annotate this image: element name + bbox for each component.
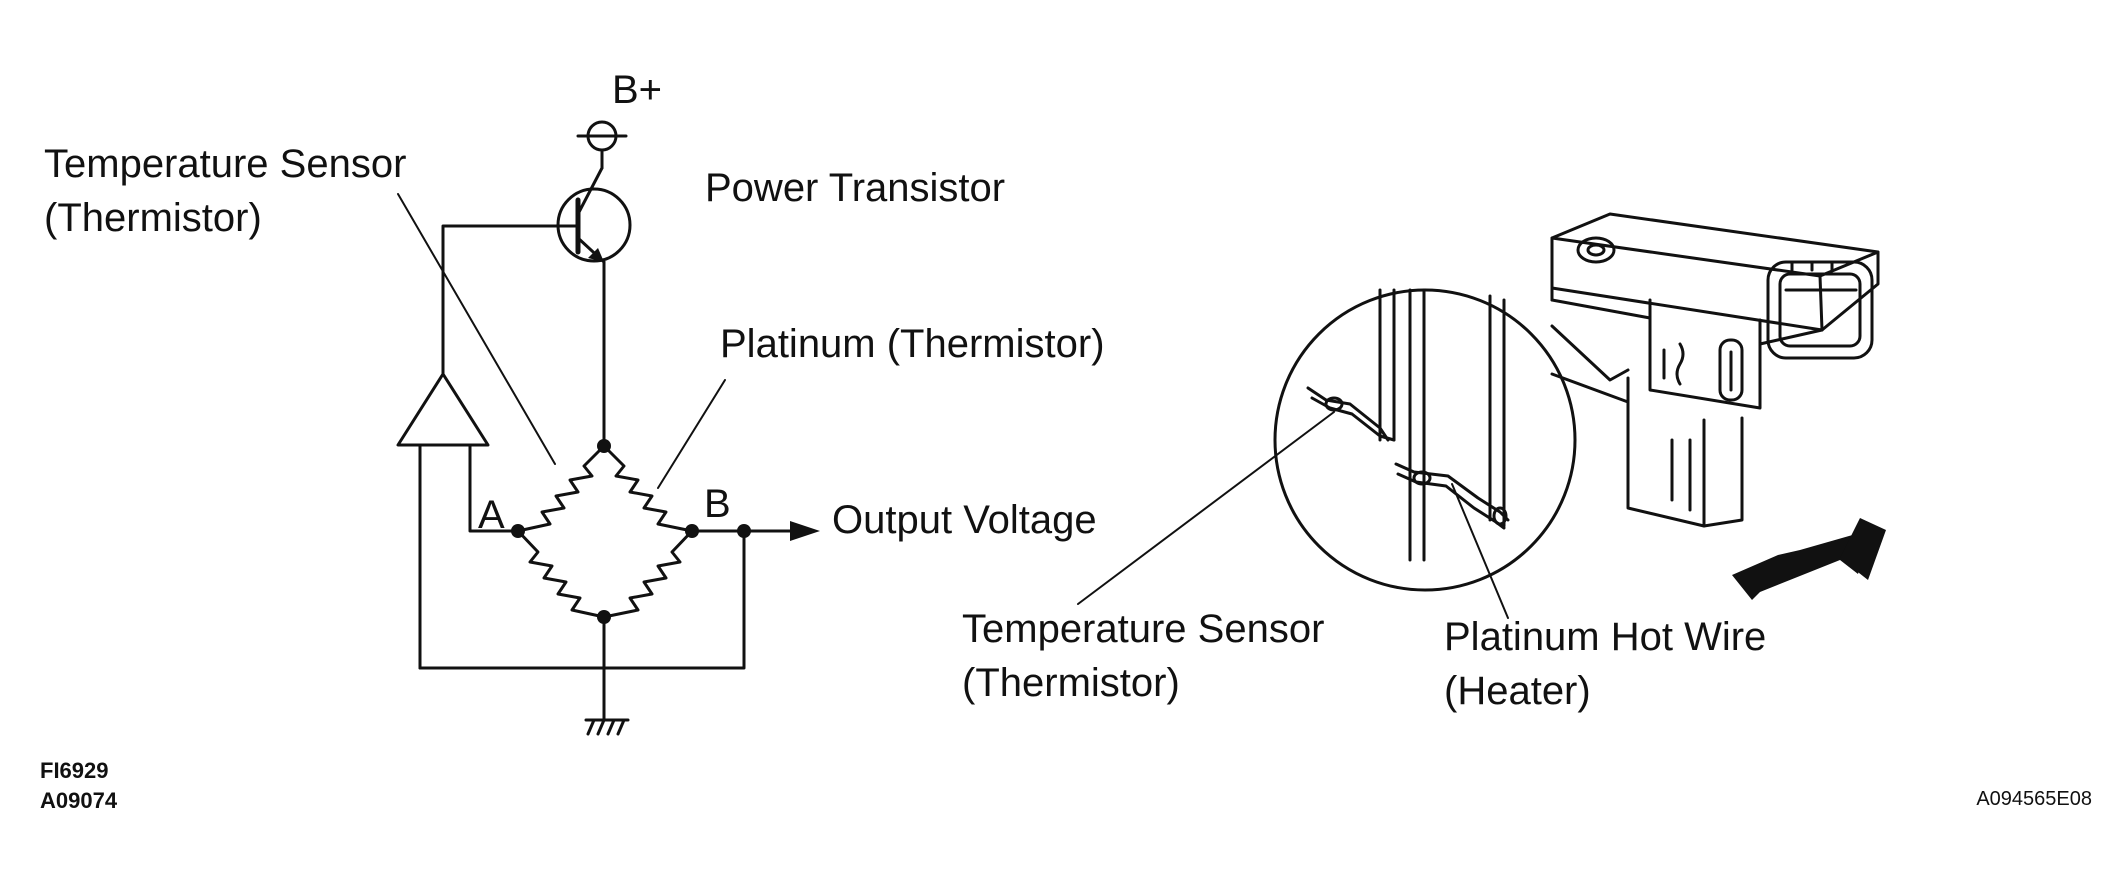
hot-wire-label-line1: Platinum Hot Wire xyxy=(1444,615,1766,659)
circuit-temp-sensor-label-line2: (Thermistor) xyxy=(44,196,262,240)
node-b-label: B xyxy=(704,482,731,526)
figure-code-line1: FI6929 xyxy=(40,758,109,783)
power-transistor-label: Power Transistor xyxy=(705,166,1005,210)
maf-sensor-icon xyxy=(1550,212,1880,528)
magnified-view xyxy=(1273,288,1577,592)
supply-terminal-icon xyxy=(576,120,628,170)
supply-label: B+ xyxy=(612,68,662,112)
hot-wire-label-line2: (Heater) xyxy=(1444,669,1591,713)
bridge-network xyxy=(418,444,820,722)
junction-dots xyxy=(511,439,751,624)
output-voltage-label: Output Voltage xyxy=(832,498,1097,542)
platinum-thermistor-label: Platinum (Thermistor) xyxy=(720,322,1105,366)
callout-pointer xyxy=(1550,324,1630,404)
airflow-arrow-icon xyxy=(1732,518,1886,600)
sensor-temp-sensor-label-line1: Temperature Sensor xyxy=(962,607,1324,651)
ground-icon xyxy=(584,718,630,736)
sensor-temp-sensor-label-line2: (Thermistor) xyxy=(962,661,1180,705)
op-amp-icon xyxy=(396,372,520,670)
circuit-leaders xyxy=(397,193,726,489)
figure-code-right: A094565E08 xyxy=(1976,788,2092,810)
power-transistor-icon xyxy=(556,166,632,448)
figure-code-line2: A09074 xyxy=(40,788,118,813)
circuit-temp-sensor-label-line1: Temperature Sensor xyxy=(44,142,406,186)
base-wire xyxy=(441,224,580,376)
sensor-leaders xyxy=(1077,411,1509,619)
node-a-label: A xyxy=(478,493,505,537)
